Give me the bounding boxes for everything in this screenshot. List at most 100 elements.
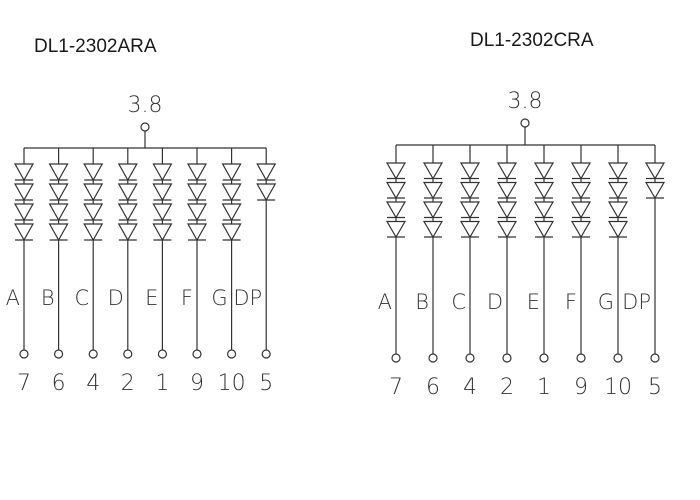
segment-label: C [75, 286, 90, 310]
pin-terminal [576, 353, 586, 363]
led-diode [186, 223, 208, 242]
pin-number: 7 [17, 371, 31, 396]
led-diode [221, 203, 242, 222]
led-diode [607, 201, 629, 219]
led-diode [385, 181, 407, 200]
led-diode [533, 162, 555, 180]
led-diode [117, 183, 138, 202]
pin-number: 10 [604, 375, 632, 400]
segment-branch-b: B6 [415, 145, 444, 400]
common-terminal [520, 118, 530, 128]
segment-branch-d: D2 [108, 148, 138, 396]
led-diode [186, 163, 208, 182]
led-diode [570, 162, 592, 180]
led-diode [48, 163, 69, 182]
segment-label: G [211, 286, 227, 310]
pin-number: 10 [218, 371, 246, 396]
led-diode [83, 203, 104, 222]
led-diode [256, 163, 277, 182]
led-diode [533, 201, 555, 219]
segment-branch-dp: DP 5 [233, 148, 277, 396]
led-diode [459, 201, 481, 219]
led-diode [459, 220, 481, 239]
segment-label: F [565, 290, 577, 314]
led-diode [48, 183, 69, 202]
led-diode [422, 162, 444, 180]
segment-branch-a: A7 [6, 148, 35, 396]
led-diode [117, 223, 138, 242]
segment-label: A [6, 286, 20, 310]
led-diode [385, 162, 407, 180]
led-diode [152, 203, 173, 222]
pin-number: 4 [463, 375, 477, 400]
led-diode [48, 203, 69, 222]
led-diode [570, 220, 592, 239]
led-diode [221, 223, 242, 242]
segment-branch-e: E1 [145, 148, 173, 396]
segment-label: D [108, 286, 124, 310]
pin-number: 6 [52, 371, 66, 396]
segment-label: F [181, 286, 193, 310]
led-diode [13, 163, 35, 182]
segment-branch-f: F9 [181, 148, 208, 396]
pin-number: 2 [500, 375, 514, 400]
segment-branch-c: C4 [451, 145, 481, 400]
led-diode [422, 181, 444, 200]
led-diode [256, 183, 277, 202]
led-diode [607, 162, 629, 180]
common-pin-label: 3.8 [508, 89, 543, 114]
led-diode [48, 223, 69, 242]
led-diode [644, 181, 666, 200]
led-diode [422, 201, 444, 219]
led-diode [570, 181, 592, 200]
common-terminal [140, 122, 150, 132]
led-diode [152, 163, 173, 182]
pin-terminal [227, 349, 237, 359]
pin-number: 9 [574, 375, 588, 400]
pin-terminal [502, 353, 512, 363]
pin-number: 5 [648, 375, 662, 400]
pin-terminal [539, 353, 549, 363]
segment-label: DP [622, 290, 651, 314]
led-diode [13, 223, 35, 242]
led-diode [186, 203, 208, 222]
segment-label: D [487, 290, 503, 314]
led-diode [385, 201, 407, 219]
segment-branch-e: E1 [527, 145, 555, 400]
pin-terminal [391, 353, 401, 363]
pin-terminal [192, 349, 202, 359]
pin-number: 1 [537, 375, 551, 400]
led-diode [221, 183, 242, 202]
segment-branch-b: B6 [41, 148, 69, 396]
segment-branch-a: A7 [378, 145, 407, 400]
segment-label: G [598, 290, 614, 314]
led-diode [117, 203, 138, 222]
segment-branch-f: F9 [565, 145, 592, 400]
led-diode [570, 201, 592, 219]
segment-branch-d: D2 [487, 145, 518, 400]
led-diode [496, 201, 518, 219]
pin-number: 7 [389, 375, 403, 400]
pin-number: 5 [259, 371, 273, 396]
pin-terminal [428, 353, 438, 363]
pin-terminal [465, 353, 475, 363]
led-diode [13, 183, 35, 202]
segment-branch-dp: DP 5 [622, 145, 666, 400]
led-diode [644, 162, 666, 180]
led-diode [533, 220, 555, 239]
led-diode [607, 181, 629, 200]
led-diode [422, 220, 444, 239]
segment-label: E [527, 290, 540, 314]
segment-branch-g: G 10 [211, 148, 246, 396]
pin-terminal [157, 349, 167, 359]
segment-label: DP [233, 286, 262, 310]
led-diode [459, 181, 481, 200]
led-diode [533, 181, 555, 200]
segment-label: A [378, 290, 392, 314]
pin-number: 9 [190, 371, 204, 396]
led-diode [186, 183, 208, 202]
led-diode [152, 223, 173, 242]
part-title-cra: DL1-2302CRA [470, 30, 594, 51]
